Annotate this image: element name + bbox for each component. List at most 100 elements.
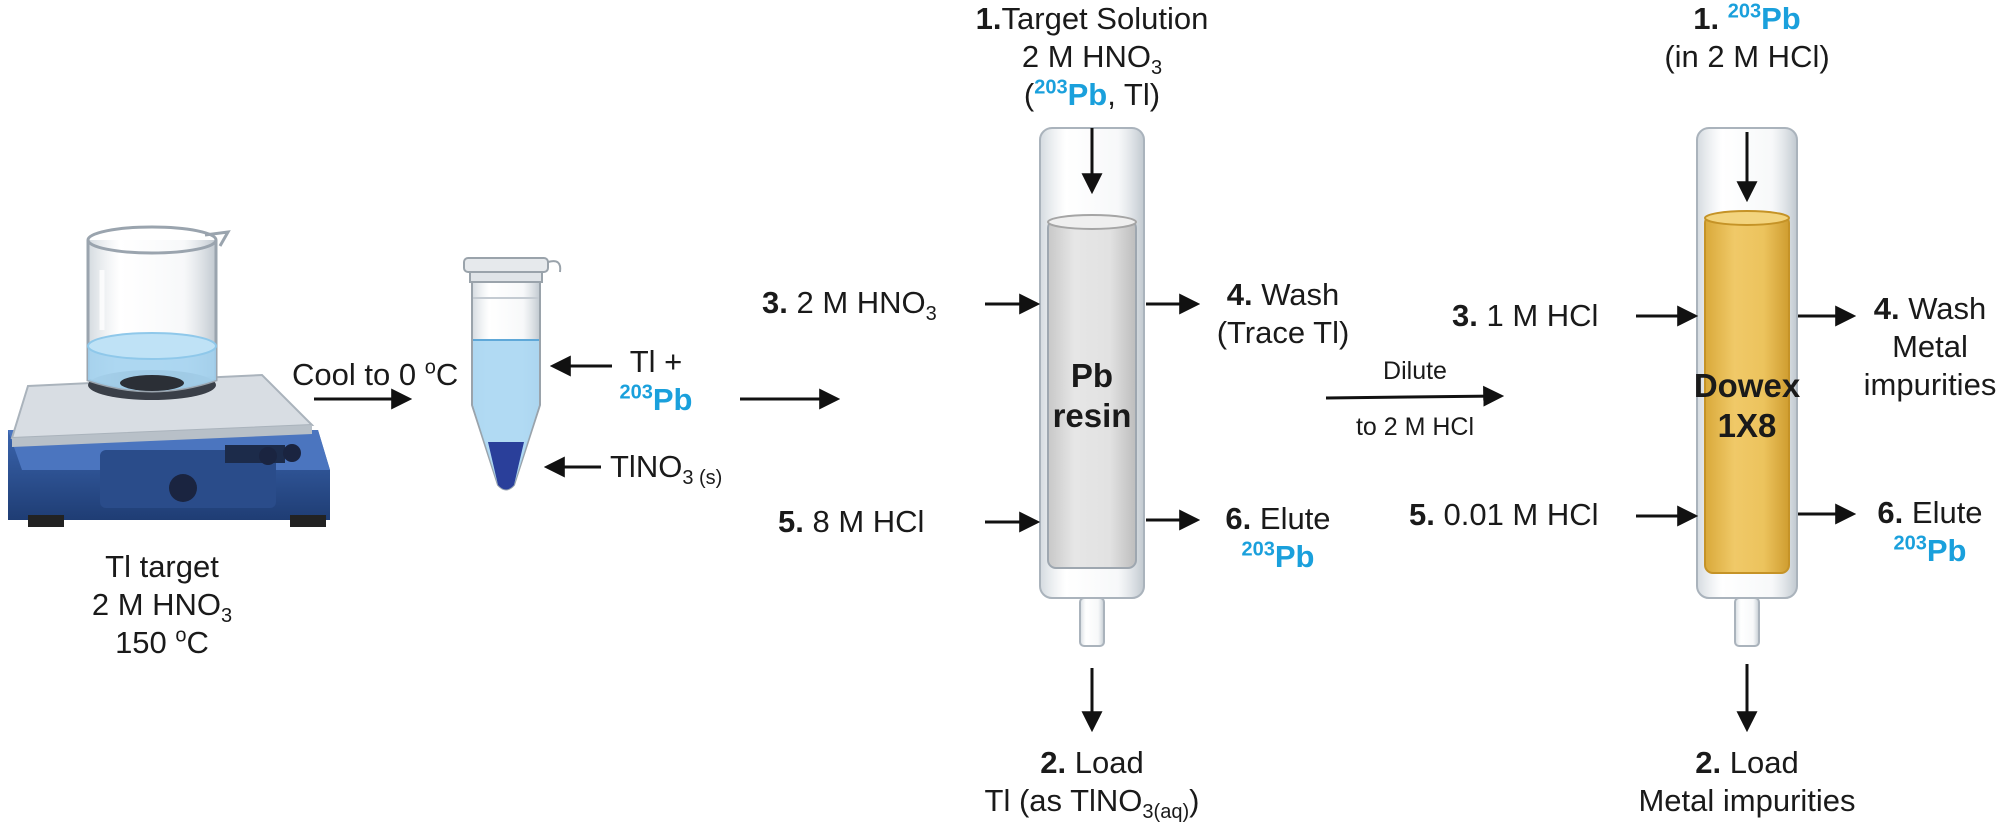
- dowex-step5-text: 0.01 M HCl: [1434, 497, 1599, 532]
- tube-isotope-sup: 203: [619, 381, 653, 404]
- pb-step1-text: Target Solution: [1001, 1, 1209, 36]
- pb-step3-text: 2 M HNO: [787, 285, 926, 320]
- dowex-step4-label: 4. Wash Metal impurities: [1856, 290, 2004, 404]
- dowex-step3-label: 3. 1 M HCl: [1452, 297, 1598, 335]
- dowex-step2-text: Load: [1721, 745, 1799, 780]
- dowex-step2-line2: Metal impurities: [1638, 783, 1856, 818]
- pb-step3-label: 3. 2 M HNO3: [762, 284, 937, 326]
- pb-step4-line1: 4. Wash: [1208, 276, 1358, 314]
- pb-column-name-2: resin: [1052, 397, 1132, 434]
- pb-step2-text: Load: [1066, 745, 1144, 780]
- tube-add-text: Tl +: [629, 344, 683, 379]
- hotplate-icon: [8, 373, 330, 527]
- pb-step4-line2: (Trace Tl): [1216, 315, 1350, 350]
- pb-step3-sub: 3: [925, 303, 937, 326]
- hotplate-temp-num: 150: [115, 625, 176, 660]
- pb-step6-num: 6.: [1225, 501, 1252, 536]
- tube-precipitate-label: TlNO3 (s): [610, 448, 723, 490]
- dowex-step4-line3: impurities: [1863, 367, 1997, 402]
- pb-step3-num: 3.: [762, 285, 788, 320]
- dowex-step5-label: 5. 0.01 M HCl: [1409, 496, 1599, 534]
- beaker-icon: [86, 225, 231, 400]
- pb-step5-label: 5. 8 M HCl: [778, 503, 924, 541]
- pb-step2-main: Tl (as TlNO: [984, 783, 1143, 818]
- dowex-step1-num: 1.: [1693, 1, 1720, 36]
- hotplate-label-target: Tl target: [105, 549, 219, 584]
- dowex-step3-text: 1 M HCl: [1477, 298, 1599, 333]
- hotplate-temp-sup: o: [175, 624, 187, 647]
- pb-step1-line3: (203Pb, Tl): [942, 76, 1242, 114]
- dowex-step6-iso: Pb: [1926, 533, 1967, 568]
- hotplate-label: Tl target 2 M HNO3 150 oC: [62, 548, 262, 662]
- pb-step1-sup: 203: [1034, 76, 1068, 99]
- dowex-step3-num: 3.: [1452, 298, 1478, 333]
- pb-step6-sup: 203: [1241, 538, 1275, 561]
- dowex-step2-line1: 2. Load: [1617, 744, 1877, 782]
- dowex-step1-iso: Pb: [1761, 1, 1801, 36]
- dowex-step6-text: Elute: [1903, 495, 1983, 530]
- pb-step1-acid-sub: 3: [1151, 57, 1163, 80]
- pb-step1-line1: 1.Target Solution: [942, 0, 1242, 38]
- pb-column-name: Pb resin: [1042, 356, 1142, 436]
- cool-step-label: Cool to 0 oC: [292, 356, 458, 394]
- dowex-step6-num: 6.: [1877, 495, 1904, 530]
- dowex-step6-line1: 6. Elute: [1860, 494, 2000, 532]
- pb-step4-label: 4. Wash (Trace Tl): [1208, 276, 1358, 352]
- pb-step6-line1: 6. Elute: [1208, 500, 1348, 538]
- dowex-column-name-2: 1X8: [1717, 407, 1777, 444]
- pb-step2-line2: Tl (as TlNO3(aq)): [932, 782, 1252, 824]
- pb-step4-num: 4.: [1226, 277, 1253, 312]
- pb-column-name-1: Pb: [1070, 357, 1114, 394]
- hotplate-acid-text: 2 M HNO: [91, 587, 222, 622]
- pb-step1-line2: 2 M HNO3: [942, 38, 1242, 80]
- arrow-right-icon: [1325, 385, 1505, 407]
- tube-add-label: Tl + 203Pb: [606, 343, 706, 419]
- dowex-step4-text: Wash: [1899, 291, 1987, 326]
- tube-precipitate-text: TlNO: [610, 449, 683, 484]
- hotplate-temp-unit: C: [186, 625, 209, 660]
- dowex-step1-sup: 203: [1727, 0, 1762, 23]
- dowex-step1-line1: 1. 203Pb: [1622, 0, 1872, 38]
- tube-precipitate-sub: 3 (s): [682, 467, 723, 490]
- pb-step6-text: Elute: [1251, 501, 1331, 536]
- dowex-column-name-1: Dowex: [1693, 367, 1801, 404]
- pb-step2-sub: 3(aq): [1142, 801, 1190, 824]
- dowex-column-icon: [1696, 100, 1798, 647]
- dowex-step4-line1: 4. Wash: [1856, 290, 2004, 328]
- tube-isotope: 203Pb: [606, 381, 706, 419]
- dowex-step1-line2: (in 2 M HCl): [1664, 39, 1830, 74]
- dowex-step6-line2: 203Pb: [1860, 532, 2000, 570]
- cool-step-text: Cool to 0: [292, 357, 425, 392]
- pb-step2-line1: 2. Load: [932, 744, 1252, 782]
- dowex-column-name: Dowex 1X8: [1687, 366, 1807, 446]
- pb-step1-open: (: [1023, 77, 1035, 112]
- cool-step-sup: o: [424, 356, 436, 379]
- pb-step6-label: 6. Elute 203Pb: [1208, 500, 1348, 576]
- dowex-step2-num: 2.: [1695, 745, 1722, 780]
- pb-step1-rest: , Tl): [1107, 77, 1161, 112]
- dowex-step6-sup: 203: [1893, 532, 1927, 555]
- transfer-label-above: Dilute: [1383, 357, 1447, 385]
- tube-isotope-name: Pb: [652, 382, 693, 417]
- pb-step1-iso: Pb: [1067, 77, 1108, 112]
- pb-step6-line2: 203Pb: [1208, 538, 1348, 576]
- dowex-step5-num: 5.: [1409, 497, 1435, 532]
- hotplate-label-acid: 2 M HNO3: [62, 586, 262, 626]
- transfer-label-below: to 2 M HCl: [1355, 413, 1475, 441]
- pb-step2-label: 2. Load Tl (as TlNO3(aq)): [932, 744, 1252, 824]
- pb-step1-num: 1.: [975, 1, 1002, 36]
- dowex-step1-label: 1. 203Pb (in 2 M HCl): [1622, 0, 1872, 76]
- pb-step4-text: Wash: [1252, 277, 1340, 312]
- dowex-step2-label: 2. Load Metal impurities: [1617, 744, 1877, 820]
- dowex-step4-num: 4.: [1873, 291, 1900, 326]
- dowex-step4-line2: Metal: [1892, 329, 1968, 364]
- cool-step-unit: C: [435, 357, 459, 392]
- pb-resin-column-icon: [1039, 100, 1145, 647]
- pb-step5-num: 5.: [778, 504, 804, 539]
- pb-step5-text: 8 M HCl: [803, 504, 925, 539]
- pb-step2-num: 2.: [1040, 745, 1067, 780]
- pb-step1-label: 1.Target Solution 2 M HNO3 (203Pb, Tl): [942, 0, 1242, 114]
- dowex-step6-label: 6. Elute 203Pb: [1860, 494, 2000, 570]
- pb-step2-close: ): [1189, 783, 1200, 818]
